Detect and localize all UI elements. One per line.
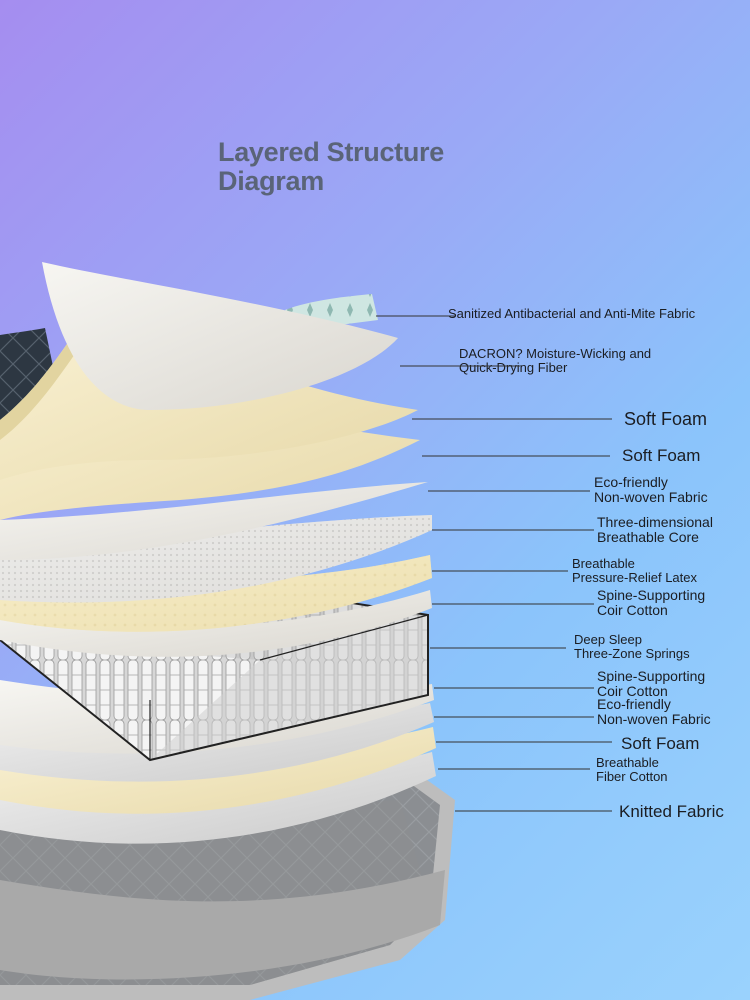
label-soft-foam-2: Soft Foam (622, 446, 701, 465)
label-dacron-fiber: DACRON? Moisture-Wicking and Quick-Dryin… (459, 346, 652, 375)
layer-coir-upper (0, 590, 432, 657)
label-coir-upper: Spine-Supporting Coir Cotton (597, 587, 706, 618)
label-latex: Breathable Pressure-Relief Latex (572, 556, 697, 585)
layer-non-woven-upper (0, 482, 428, 560)
label-non-woven-lower: Eco-friendly Non-woven Fabric (597, 696, 711, 727)
layer-dacron-fiber (42, 262, 398, 410)
page-title: Layered Structure Diagram (218, 138, 518, 196)
label-fiber-cotton: Breathable Fiber Cotton (596, 755, 668, 784)
label-knitted-fabric: Knitted Fabric (619, 802, 724, 821)
label-soft-foam-1: Soft Foam (624, 409, 708, 429)
title-line-1: Layered Structure (218, 137, 444, 167)
label-non-woven-upper: Eco-friendly Non-woven Fabric (594, 474, 708, 505)
label-soft-foam-3: Soft Foam (621, 734, 700, 753)
label-coir-lower: Spine-Supporting Coir Cotton (597, 668, 706, 699)
label-breathable-core: Three-dimensional Breathable Core (597, 514, 713, 545)
label-springs: Deep Sleep Three-Zone Springs (574, 632, 690, 661)
title-line-2: Diagram (218, 166, 324, 196)
label-antibacterial-fabric: Sanitized Antibacterial and Anti-Mite Fa… (448, 306, 696, 321)
